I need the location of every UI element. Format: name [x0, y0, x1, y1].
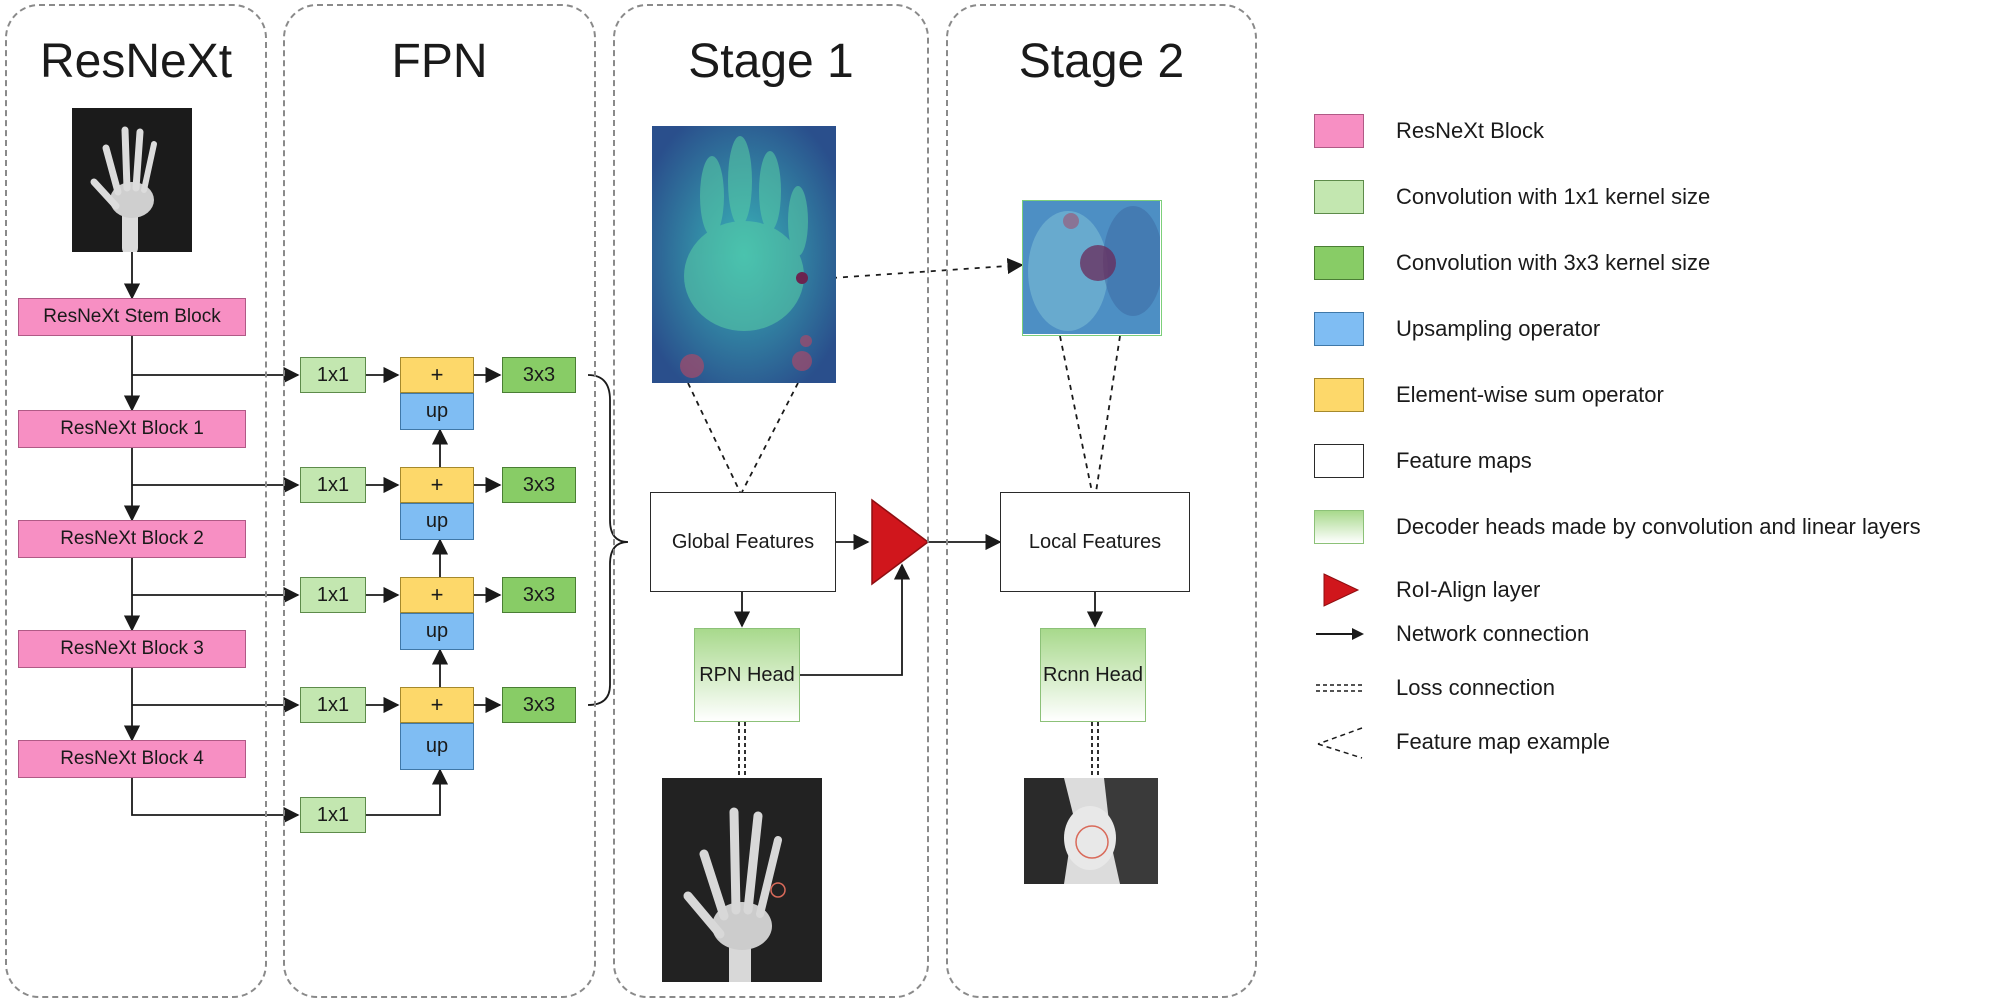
legend-conv1x1-label: Convolution with 1x1 kernel size — [1396, 184, 1711, 209]
legend-conv3x3: Convolution with 3x3 kernel size — [1314, 246, 1710, 280]
fpn-conv1x1-1[interactable]: 1x1 — [300, 357, 366, 393]
legend-sum-label: Element-wise sum operator — [1396, 382, 1664, 407]
arrow-rpn-to-roialign — [800, 563, 911, 676]
input-xray-image — [72, 108, 192, 252]
rpn-output-xray — [662, 778, 822, 982]
fpn-up-2[interactable]: up — [400, 503, 474, 540]
legend-roi-triangle-icon — [1323, 573, 1360, 607]
hand-xray-graphic — [72, 108, 192, 252]
roi-align-triangle — [871, 498, 930, 586]
legend-resnext-block: ResNeXt Block — [1314, 114, 1544, 148]
feature-example-line-left-1 — [687, 382, 741, 493]
legend-loss-connection: Loss connection — [1314, 670, 1555, 706]
legend-conv1x1-swatch — [1314, 180, 1364, 214]
legend-network-label: Network connection — [1396, 621, 1590, 646]
legend-resnext-label: ResNeXt Block — [1396, 118, 1544, 143]
stage2-title: Stage 2 — [1018, 35, 1185, 88]
resnext-block-1[interactable]: ResNeXt Block 1 — [18, 410, 246, 448]
fpn-up-1[interactable]: up — [400, 393, 474, 430]
legend-decoder-swatch — [1314, 510, 1364, 544]
fpn-sum-1[interactable]: + — [400, 357, 474, 393]
fpn-output-brace — [587, 374, 629, 706]
legend-arrow-icon — [1316, 628, 1364, 640]
resnext-block-2[interactable]: ResNeXt Block 2 — [18, 520, 246, 558]
fpn-up-3[interactable]: up — [400, 613, 474, 650]
fpn-sum-3[interactable]: + — [400, 577, 474, 613]
global-feature-heatmap — [652, 126, 836, 383]
stage1-panel — [613, 4, 929, 998]
fpn-sum-2[interactable]: + — [400, 467, 474, 503]
resnext-stem-block[interactable]: ResNeXt Stem Block — [18, 298, 246, 336]
legend-upsampling-swatch — [1314, 312, 1364, 346]
fpn-conv3x3-1[interactable]: 3x3 — [502, 357, 576, 393]
legend-feature-example-label: Feature map example — [1396, 729, 1610, 754]
fpn-sum-4[interactable]: + — [400, 687, 474, 723]
stage1-title: Stage 1 — [688, 35, 854, 88]
legend-resnext-swatch — [1314, 114, 1364, 148]
fpn-panel — [283, 4, 596, 998]
resnext-title: ResNeXt — [39, 35, 233, 88]
global-heatmap-graphic — [652, 126, 836, 383]
legend-loss-icon — [1316, 684, 1364, 692]
legend-loss-label: Loss connection — [1396, 675, 1555, 700]
legend-decoder-label: Decoder heads made by convolution and li… — [1396, 514, 1921, 539]
legend-conv3x3-swatch — [1314, 246, 1364, 280]
legend-upsampling: Upsampling operator — [1314, 312, 1600, 346]
fpn-conv3x3-2[interactable]: 3x3 — [502, 467, 576, 503]
legend-decoder-heads: Decoder heads made by convolution and li… — [1314, 510, 1921, 544]
feature-example-line-left-2 — [1059, 335, 1093, 493]
rcnn-output-xray — [1024, 778, 1158, 884]
feature-example-line-right-2 — [1095, 335, 1121, 493]
rpn-xray-graphic — [662, 778, 822, 982]
rpn-head-box[interactable]: RPN Head — [694, 628, 800, 722]
resnext-block-3[interactable]: ResNeXt Block 3 — [18, 630, 246, 668]
arrow-feature-crop — [831, 257, 1024, 279]
legend-sum-swatch — [1314, 378, 1364, 412]
rcnn-xray-graphic — [1024, 778, 1158, 884]
legend-network-connection: Network connection — [1314, 616, 1589, 652]
legend-feature-maps: Feature maps — [1314, 444, 1532, 478]
stage2-panel — [946, 4, 1257, 998]
legend-feature-example-icon — [1317, 727, 1363, 759]
arrow-bottom-1x1-to-up — [366, 768, 449, 816]
fpn-conv1x1-5[interactable]: 1x1 — [300, 797, 366, 833]
legend-sum: Element-wise sum operator — [1314, 378, 1664, 412]
rcnn-head-box[interactable]: Rcnn Head — [1040, 628, 1146, 722]
fpn-conv3x3-4[interactable]: 3x3 — [502, 687, 576, 723]
legend-conv3x3-label: Convolution with 3x3 kernel size — [1396, 250, 1711, 275]
fpn-conv1x1-4[interactable]: 1x1 — [300, 687, 366, 723]
resnext-panel — [5, 4, 267, 998]
fpn-conv1x1-3[interactable]: 1x1 — [300, 577, 366, 613]
legend-upsampling-label: Upsampling operator — [1396, 316, 1601, 341]
local-feature-heatmap — [1022, 200, 1162, 336]
legend-conv1x1: Convolution with 1x1 kernel size — [1314, 180, 1710, 214]
fpn-title: FPN — [391, 35, 488, 88]
resnext-block-4[interactable]: ResNeXt Block 4 — [18, 740, 246, 778]
legend-feature-maps-swatch — [1314, 444, 1364, 478]
arrow-block4-lateral — [131, 778, 300, 824]
fpn-up-4[interactable]: up — [400, 723, 474, 770]
feature-example-line-right-1 — [741, 382, 799, 493]
legend-roi-label: RoI-Align layer — [1396, 577, 1541, 602]
local-features-box[interactable]: Local Features — [1000, 492, 1190, 592]
legend-roi-align: RoI-Align layer — [1314, 572, 1540, 608]
global-features-box[interactable]: Global Features — [650, 492, 836, 592]
fpn-conv3x3-3[interactable]: 3x3 — [502, 577, 576, 613]
fpn-conv1x1-2[interactable]: 1x1 — [300, 467, 366, 503]
legend-feature-map-example: Feature map example — [1314, 724, 1610, 760]
local-heatmap-graphic — [1023, 201, 1161, 334]
legend-feature-maps-label: Feature maps — [1396, 448, 1532, 473]
